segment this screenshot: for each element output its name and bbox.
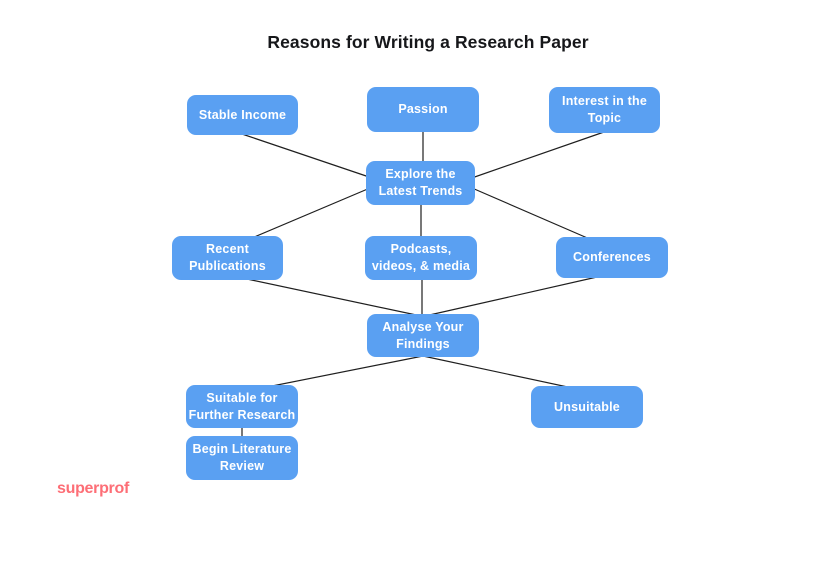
connector-line-stable-income-to-explore-trends xyxy=(241,133,379,181)
connector-line-analyse-findings-to-suitable-research xyxy=(261,355,424,389)
node-analyse-findings: Analyse Your Findings xyxy=(367,314,479,357)
node-passion: Passion xyxy=(367,87,479,132)
node-explore-trends: Explore the Latest Trends xyxy=(366,161,475,205)
node-stable-income: Stable Income xyxy=(187,95,298,135)
superprof-logo: superprof xyxy=(57,480,129,497)
node-interest-topic: Interest in the Topic xyxy=(549,87,660,133)
node-begin-review: Begin Literature Review xyxy=(186,436,298,480)
connector-line-recent-publications-to-analyse-findings xyxy=(246,278,422,317)
node-recent-publications: Recent Publications xyxy=(172,236,283,280)
node-conferences: Conferences xyxy=(556,237,668,278)
connector-line-analyse-findings-to-unsuitable xyxy=(422,355,578,390)
node-podcasts-media: Podcasts, videos, & media xyxy=(365,236,477,280)
connector-line-explore-trends-to-conferences xyxy=(471,187,593,241)
connector-line-conferences-to-analyse-findings xyxy=(424,276,598,317)
node-unsuitable: Unsuitable xyxy=(531,386,643,428)
node-suitable-research: Suitable for Further Research xyxy=(186,385,298,428)
connector-line-interest-topic-to-explore-trends xyxy=(465,131,605,181)
diagram-title: Reasons for Writing a Research Paper xyxy=(267,32,589,52)
connector-line-explore-trends-to-recent-publications xyxy=(251,187,371,239)
